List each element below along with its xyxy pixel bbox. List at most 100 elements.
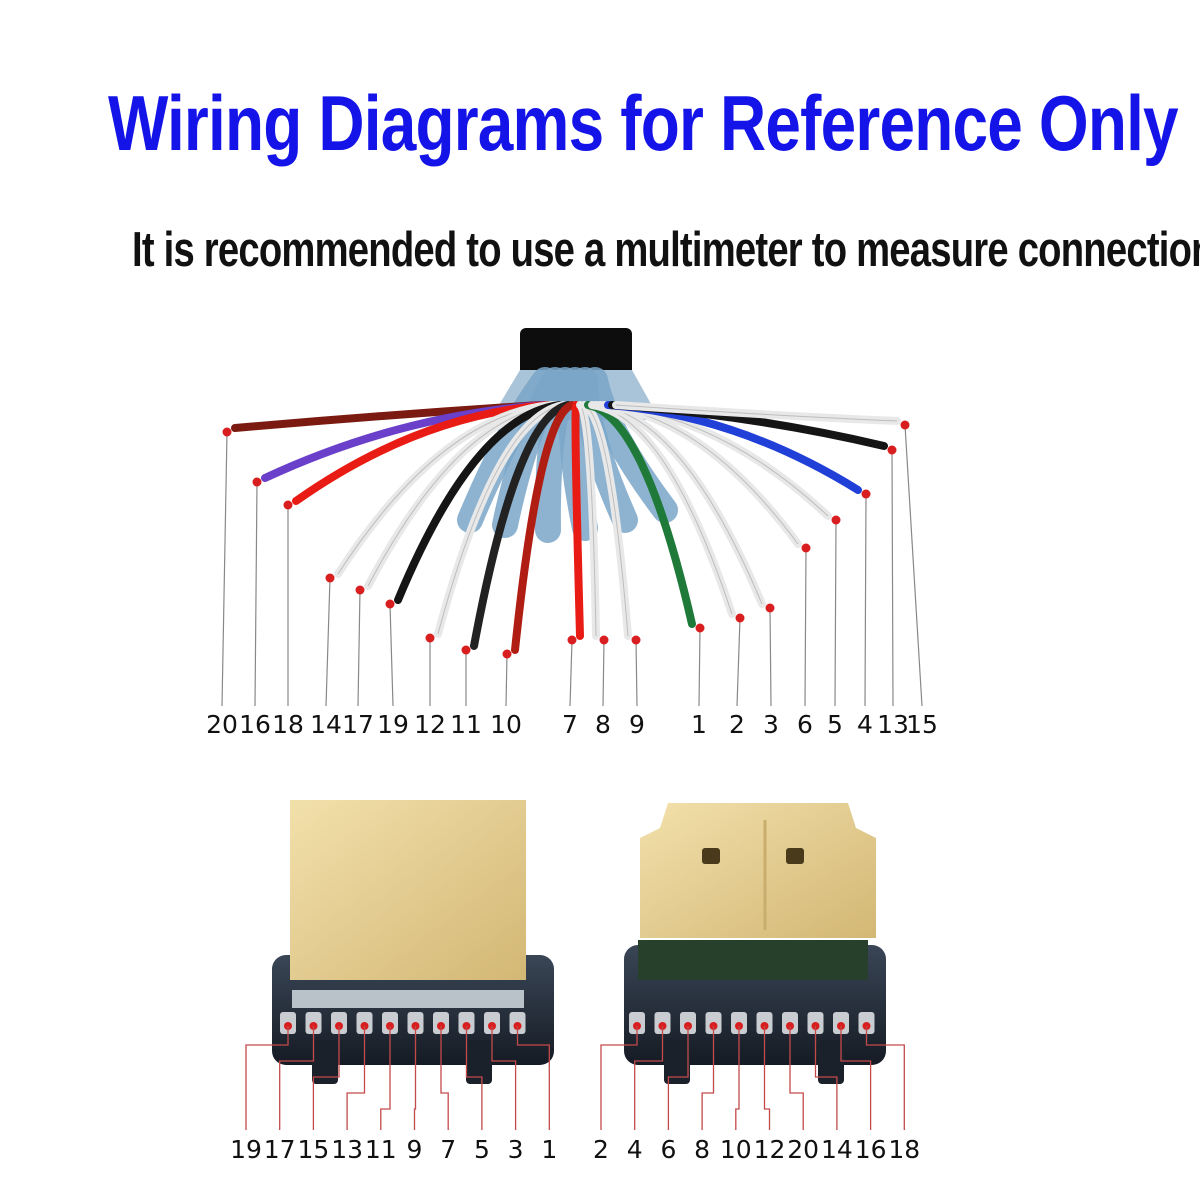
connector-pin-label: 11 <box>365 1135 397 1164</box>
connector-pin-label: 14 <box>821 1135 853 1164</box>
leader-line <box>312 1026 340 1130</box>
pin-dot <box>355 585 365 595</box>
pin-dot <box>567 635 577 645</box>
connector-pin-label: 15 <box>297 1135 329 1164</box>
pin-dot <box>695 623 705 633</box>
cable-pin-label: 11 <box>450 710 482 739</box>
connector-pin-label: 7 <box>440 1135 456 1164</box>
leader-line <box>491 1026 517 1130</box>
cable-pin-label: 3 <box>763 710 779 739</box>
leader-line <box>346 1026 366 1130</box>
cable-pin-label: 4 <box>857 710 873 739</box>
leader-line <box>505 653 508 707</box>
leader-line <box>789 1026 804 1130</box>
connector-pin-label: 20 <box>787 1135 819 1164</box>
cable-pin-label: 1 <box>691 710 707 739</box>
cable-pin-label: 16 <box>239 710 271 739</box>
connector-pin-label: 3 <box>508 1135 524 1164</box>
connector-pin-label: 6 <box>660 1135 676 1164</box>
pin-dot <box>599 635 609 645</box>
leader-line <box>735 1026 740 1130</box>
leader-line <box>357 589 361 707</box>
connector-pin-label: 13 <box>331 1135 363 1164</box>
pin-dot <box>461 645 471 655</box>
wire-outline <box>615 404 898 422</box>
wire-outline <box>583 404 629 637</box>
cable-pin-label: 18 <box>272 710 304 739</box>
connector-pin-label: 2 <box>593 1135 609 1164</box>
pin-dot <box>831 515 841 525</box>
cable-pin-label: 12 <box>414 710 446 739</box>
pin-dot <box>222 427 232 437</box>
cable-pin-label: 10 <box>490 710 522 739</box>
leader-line <box>602 639 605 707</box>
page-subtitle: It is recommended to use a multimeter to… <box>132 223 1200 277</box>
leader-line <box>279 1026 315 1130</box>
wire-10 <box>511 401 576 654</box>
wire-outline <box>579 404 597 637</box>
pin-dot <box>900 420 910 430</box>
leader-line <box>635 639 638 707</box>
connector-pin-label: 16 <box>855 1135 887 1164</box>
leader-line <box>804 547 807 707</box>
leader-line <box>864 493 867 707</box>
cable-pin-label: 2 <box>729 710 745 739</box>
cable-pin-label: 13 <box>877 710 909 739</box>
cable-pin-label: 17 <box>342 710 374 739</box>
leader-line <box>221 431 228 707</box>
connector-pin-label: 10 <box>720 1135 752 1164</box>
connector-pin-label: 1 <box>541 1135 557 1164</box>
pin-dot <box>765 603 775 613</box>
pin-dot <box>735 613 745 623</box>
pin-dot <box>425 633 435 643</box>
leader-line <box>834 519 837 707</box>
leader-line <box>516 1026 550 1130</box>
leader-line <box>389 603 394 707</box>
connector-pin-label: 5 <box>474 1135 490 1164</box>
pin-dot <box>502 649 512 659</box>
cable-pin-label: 6 <box>797 710 813 739</box>
connector-pin-label: 9 <box>407 1135 423 1164</box>
connector-pin-label: 4 <box>627 1135 643 1164</box>
leader-line <box>891 449 894 707</box>
leader-line <box>634 1026 664 1130</box>
connector-pin-label: 8 <box>694 1135 710 1164</box>
pin-dot <box>283 500 293 510</box>
leader-line <box>814 1026 838 1130</box>
cable-pin-label: 14 <box>310 710 342 739</box>
wire-11 <box>470 401 572 650</box>
leader-line <box>904 424 923 707</box>
pin-dot <box>887 445 897 455</box>
leader-line <box>600 1026 638 1130</box>
right-connector-body <box>624 803 886 1084</box>
pin-dot <box>385 599 395 609</box>
leader-line <box>245 1026 289 1130</box>
wire-19 <box>394 401 564 604</box>
leader-line <box>440 1026 449 1130</box>
cable-pin-label: 19 <box>377 710 409 739</box>
leader-line <box>465 1026 483 1130</box>
wire-7 <box>571 401 584 640</box>
pin-dot <box>631 635 641 645</box>
left-connector-body <box>272 800 554 1084</box>
leader-line <box>698 627 701 707</box>
cable-wires <box>231 401 901 654</box>
leader-line <box>865 1026 905 1130</box>
leader-line <box>763 1026 771 1130</box>
connector-pin-label: 12 <box>754 1135 786 1164</box>
cable-pin-label: 7 <box>562 710 578 739</box>
connector-pin-label: 19 <box>230 1135 262 1164</box>
pin-dot <box>801 543 811 553</box>
leader-line <box>736 617 741 707</box>
leader-line <box>380 1026 391 1130</box>
cable-pin-label: 20 <box>206 710 238 739</box>
connector-pin-label: 17 <box>264 1135 296 1164</box>
cable-pin-label: 5 <box>827 710 843 739</box>
leader-line <box>413 1026 417 1130</box>
connector-pin-label: 18 <box>888 1135 920 1164</box>
leader-line <box>667 1026 689 1130</box>
page-title: Wiring Diagrams for Reference Only <box>108 79 1179 167</box>
